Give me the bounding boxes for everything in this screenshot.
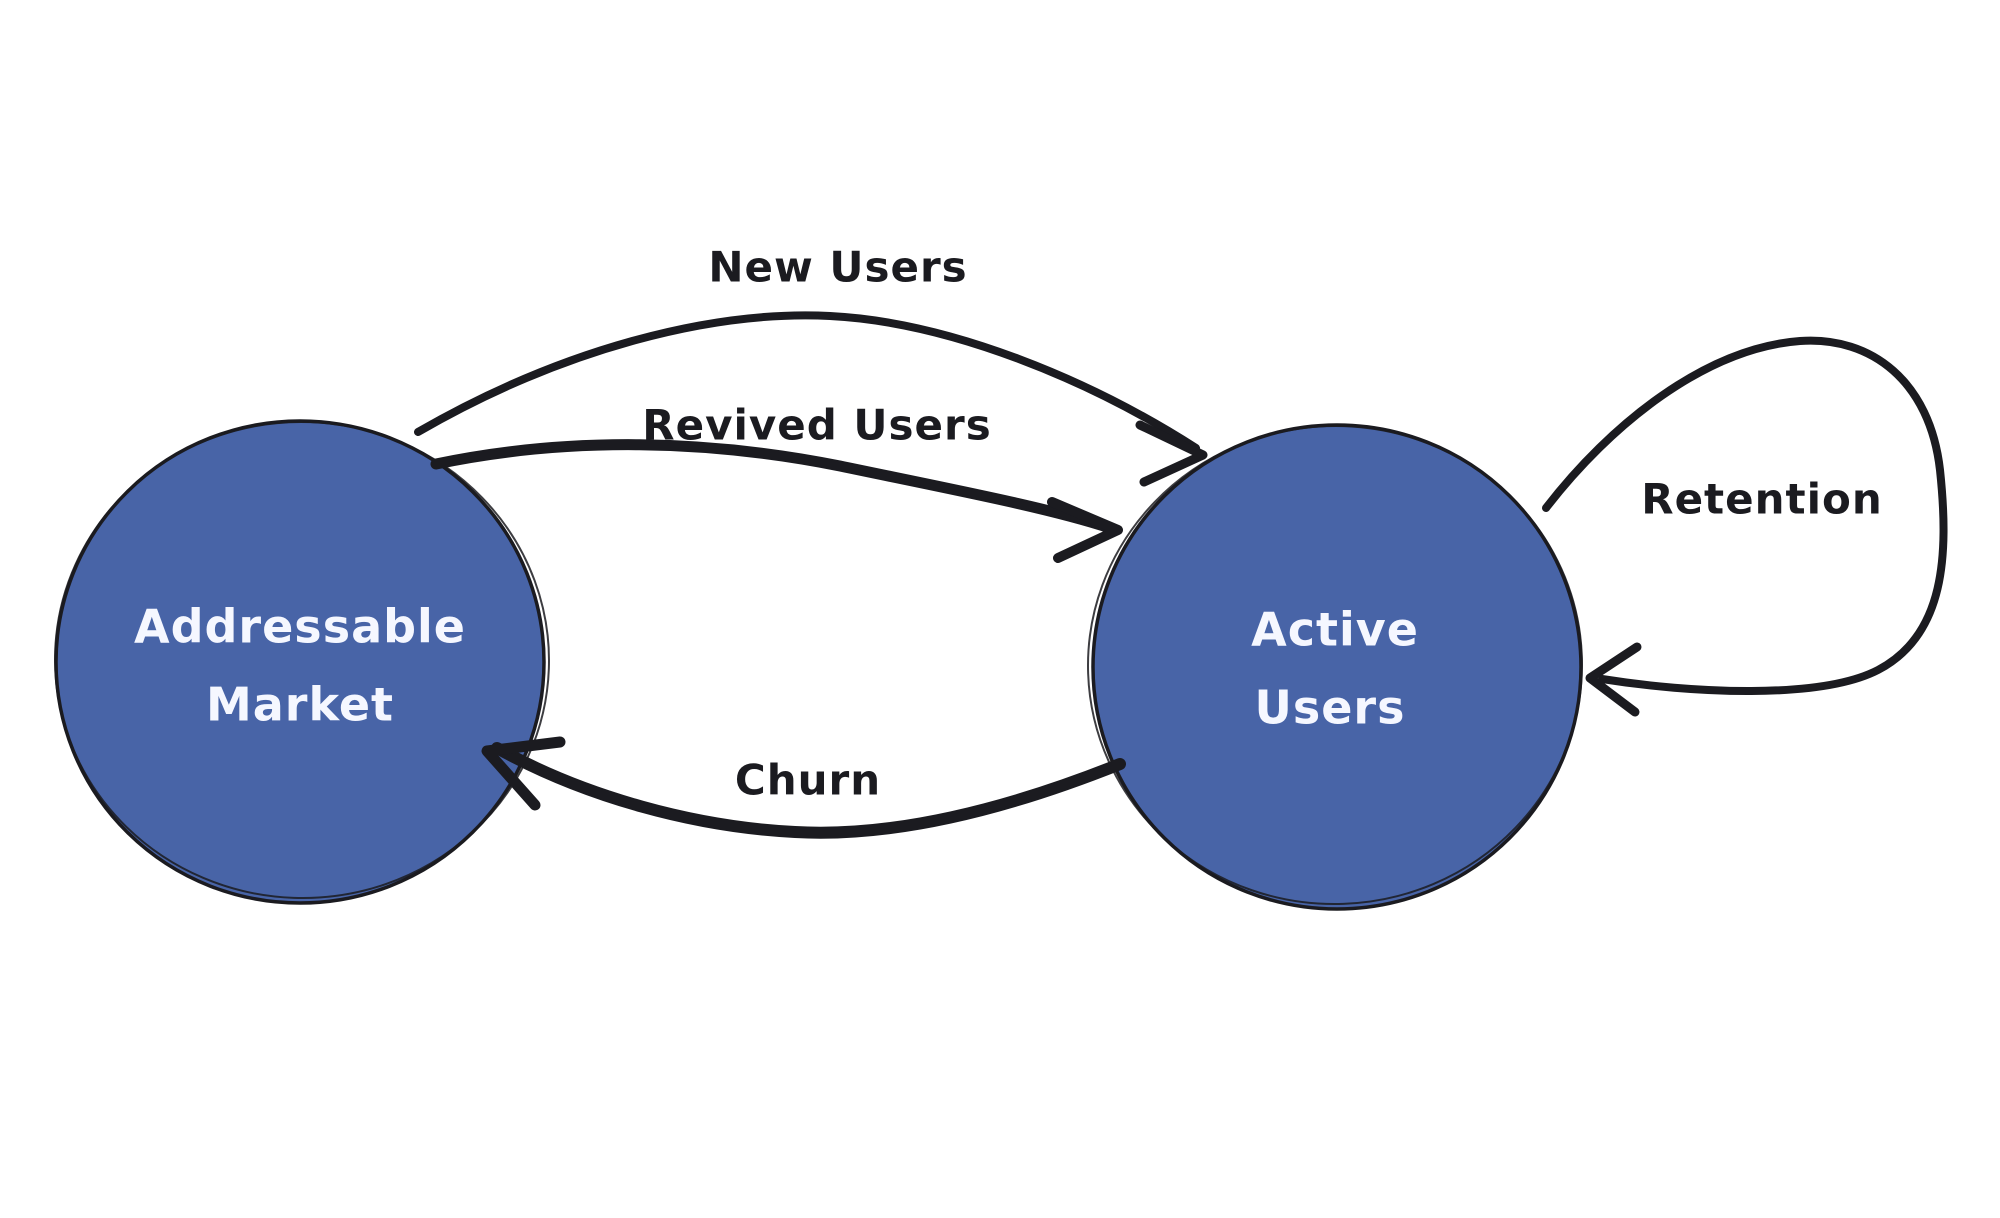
retention-label: Retention <box>1641 475 1883 524</box>
edge-retention: Retention <box>1542 336 1948 717</box>
node-active-users: Active Users <box>1087 423 1583 911</box>
retention-arrowhead-icon <box>1585 642 1642 717</box>
edge-revived-users: Revived Users <box>430 401 1123 563</box>
revived-users-arrow-line <box>430 439 1116 534</box>
new-users-arrowhead-icon <box>1135 420 1208 487</box>
new-users-arrow-line <box>414 311 1200 452</box>
new-users-label: New Users <box>708 243 967 292</box>
churn-label: Churn <box>735 756 881 805</box>
addressable-market-sketch-outline <box>54 420 550 900</box>
retention-loop-line <box>1542 336 1948 695</box>
addressable-market-label-line2: Market <box>206 678 394 732</box>
churn-arrowhead-icon <box>481 736 566 811</box>
revived-users-label: Revived Users <box>642 401 991 450</box>
active-users-sketch-outline <box>1087 424 1583 906</box>
active-users-label-line1: Active <box>1251 603 1419 657</box>
churn-arrow-line <box>491 742 1126 839</box>
active-users-label-line2: Users <box>1255 681 1406 735</box>
revived-users-arrowhead-icon <box>1047 497 1123 563</box>
edge-new-users: New Users <box>414 243 1208 487</box>
addressable-market-label-line1: Addressable <box>134 600 466 654</box>
edge-churn: Churn <box>481 736 1126 839</box>
node-addressable-market: Addressable Market <box>54 419 550 905</box>
